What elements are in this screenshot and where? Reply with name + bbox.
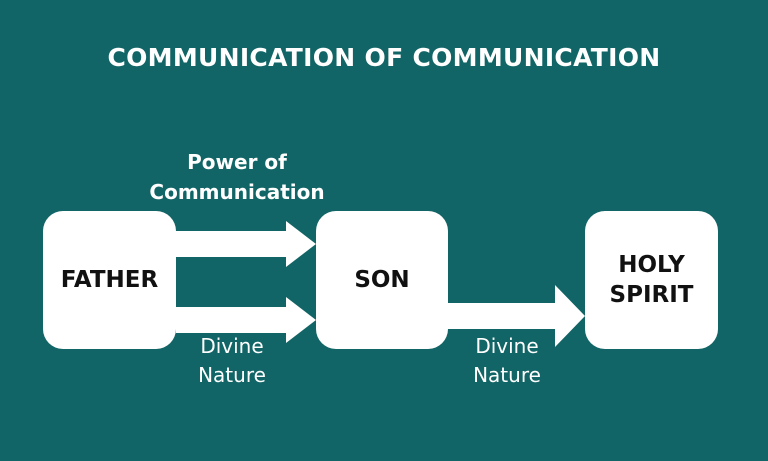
diagram-title: COMMUNICATION OF COMMUNICATION [107,43,661,72]
node-holy-spirit-text: HOLY SPIRIT [610,250,694,310]
arrow-father-son-lower [176,297,316,343]
node-holy-spirit: HOLY SPIRIT [585,211,718,349]
arrow-father-son-upper [176,221,316,267]
node-father: FATHER [43,211,176,349]
arrow-son-spirit [448,285,585,347]
node-holy-spirit-line2: SPIRIT [609,282,694,308]
label-power-of-communication: Power of Communication [146,147,328,207]
label-divine-nature-father-son: Divine Nature [176,332,288,390]
node-son: SON [316,211,448,349]
label-divine1-line1: Divine [200,334,264,358]
label-power-line1: Power of [187,150,287,174]
label-divine2-line1: Divine [475,334,539,358]
label-divine1-line2: Nature [198,363,266,387]
node-father-label: FATHER [60,267,159,293]
label-power-line2: Communication [149,180,325,204]
node-son-label: SON [354,267,410,293]
label-divine2-line2: Nature [473,363,541,387]
label-divine-nature-son-spirit: Divine Nature [451,332,563,390]
node-holy-spirit-line1: HOLY [618,252,685,278]
